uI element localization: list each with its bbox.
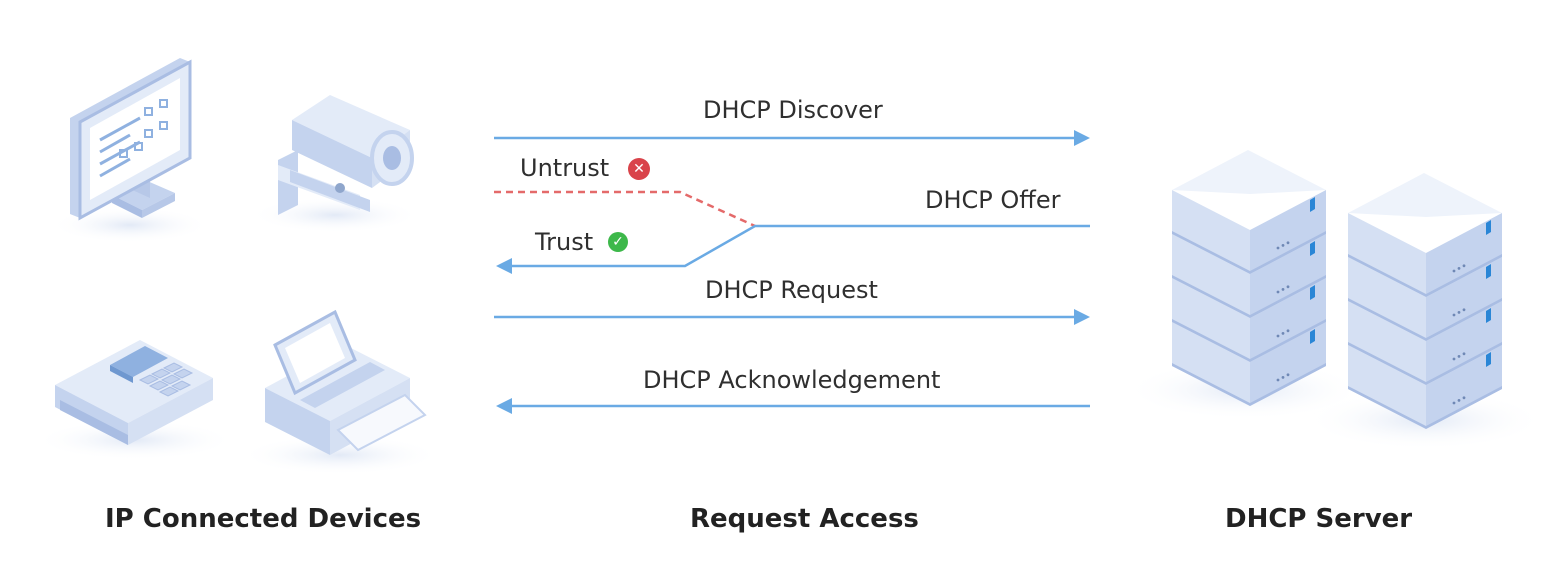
computer-monitor-icon — [50, 58, 210, 243]
caption-devices: IP Connected Devices — [105, 504, 422, 534]
dhcp-offer-label: DHCP Offer — [925, 186, 1061, 214]
status-led-icon — [1310, 329, 1315, 344]
printer-icon — [240, 309, 440, 475]
server-rack-back-unit — [1348, 213, 1502, 297]
untrust-label: Untrust — [520, 154, 610, 182]
status-led-icon — [1486, 308, 1491, 323]
trust-label: Trust — [535, 228, 594, 256]
status-led-icon — [1486, 264, 1491, 279]
status-led-icon — [1310, 285, 1315, 300]
untrust-path-line — [494, 190, 756, 228]
status-led-icon — [1486, 220, 1491, 235]
dhcp-acknowledgement-arrow — [496, 398, 1090, 414]
server-rack-back-unit — [1348, 301, 1502, 385]
caption-request-access: Request Access — [690, 504, 919, 534]
server-rack-back-unit — [1348, 345, 1502, 429]
server-rack-front-unit — [1172, 322, 1326, 406]
dhcp-offer-arrow — [496, 224, 1090, 274]
check-circle-icon: ✓ — [608, 232, 628, 252]
security-camera-icon — [250, 95, 420, 233]
server-rack-front-unit — [1172, 190, 1326, 274]
server-rack-back-unit — [1348, 257, 1502, 341]
status-led-icon — [1486, 352, 1491, 367]
server-rack-front-unit — [1172, 278, 1326, 362]
dhcp-acknowledgement-label: DHCP Acknowledgement — [643, 366, 941, 394]
desk-phone-icon — [35, 340, 235, 460]
dhcp-discover-arrow — [494, 130, 1090, 146]
caption-dhcp-server: DHCP Server — [1225, 504, 1413, 534]
dhcp-request-arrow — [494, 309, 1090, 325]
server-rack-back-icon — [1305, 173, 1545, 450]
server-rack-back-top — [1348, 173, 1502, 217]
dhcp-request-label: DHCP Request — [705, 276, 878, 304]
server-rack-front-unit — [1172, 234, 1326, 318]
x-circle-icon: ✕ — [628, 158, 650, 180]
status-led-icon — [1310, 197, 1315, 212]
server-rack-front-icon — [1125, 150, 1365, 420]
status-led-icon — [1310, 241, 1315, 256]
dhcp-discover-label: DHCP Discover — [703, 96, 883, 124]
server-rack-front-top — [1172, 150, 1326, 194]
